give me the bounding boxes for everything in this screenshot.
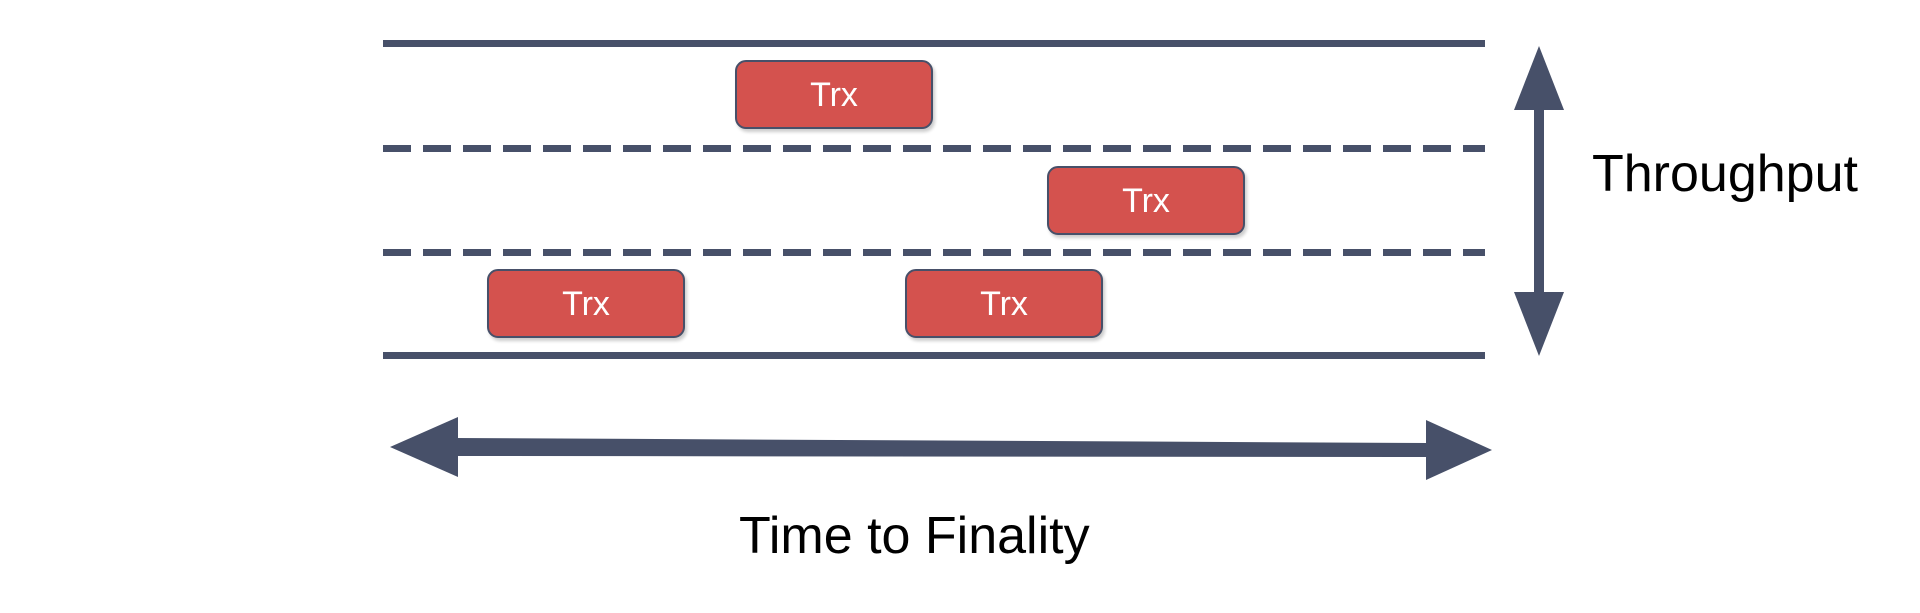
throughput-axis-arrow-icon: [1514, 46, 1564, 356]
throughput-axis-label: Throughput: [1592, 145, 1858, 203]
lane-line-mid-2: [383, 249, 1485, 256]
time-to-finality-axis-label: Time to Finality: [739, 507, 1090, 565]
transaction-block[interactable]: Trx: [487, 269, 685, 338]
lane-line-top: [383, 40, 1485, 47]
lane-line-bottom: [383, 352, 1485, 359]
transaction-block[interactable]: Trx: [905, 269, 1103, 338]
transaction-block[interactable]: Trx: [735, 60, 933, 129]
lane-line-mid-1: [383, 145, 1485, 152]
transaction-block[interactable]: Trx: [1047, 166, 1245, 235]
time-axis-arrow-icon: [390, 417, 1492, 480]
